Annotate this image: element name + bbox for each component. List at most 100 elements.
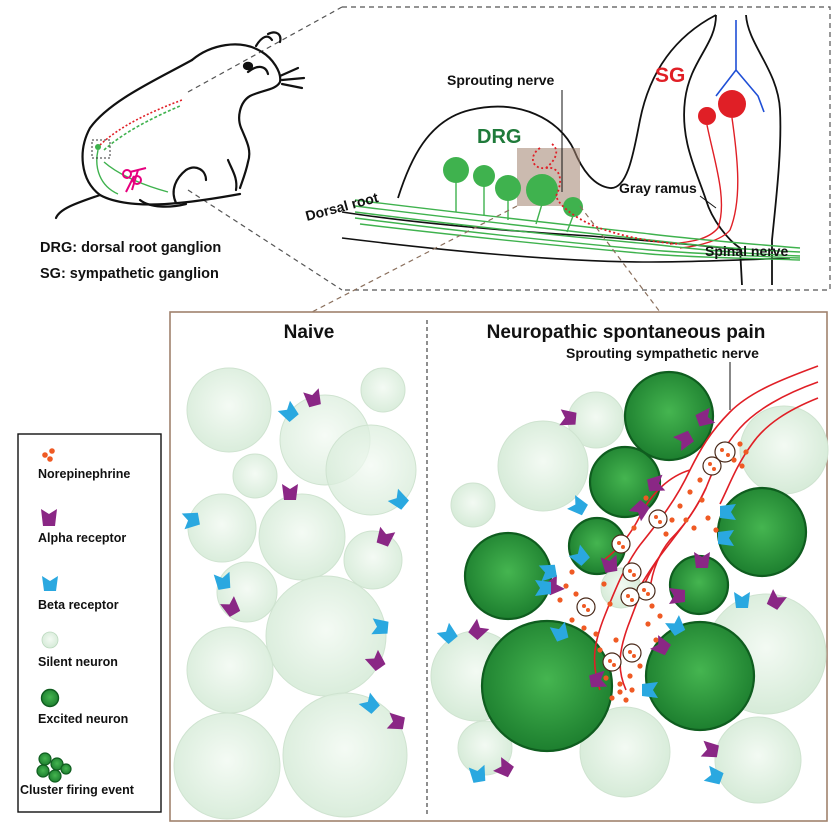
beta-receptor — [549, 621, 569, 642]
panel-title-pain: Neuropathic spontaneous pain — [487, 322, 766, 343]
alpha-receptor — [386, 712, 405, 730]
silent-neuron — [450, 482, 496, 528]
beta-receptors — [436, 495, 750, 785]
excited-neuron-icon — [40, 688, 60, 708]
beta-receptor — [703, 765, 724, 785]
sg-neuron-small — [698, 107, 716, 125]
alpha-receptor — [669, 588, 685, 604]
label-drg: DRG — [477, 126, 521, 148]
beta-receptor — [718, 530, 734, 546]
sg-neuron-large — [718, 90, 746, 118]
beta-receptor — [642, 682, 658, 698]
zoom-line-lower — [187, 189, 343, 291]
alpha-receptor — [694, 552, 710, 568]
spinal-cord-outline — [683, 14, 743, 286]
silent-neuron — [232, 453, 278, 499]
excited-neuron — [588, 445, 662, 519]
alpha-receptor — [647, 474, 666, 492]
silent-neuron — [714, 716, 802, 804]
varicosity — [714, 441, 736, 463]
varicosity — [702, 456, 722, 476]
definition-sg: SG: sympathetic ganglion — [40, 266, 219, 282]
label-sprouting-sympathetic-nerve: Sprouting sympathetic nerve — [566, 345, 759, 361]
pain-panel: Sprouting sympathetic nerve — [430, 345, 829, 804]
naive-panel — [173, 367, 417, 820]
beta-receptor — [468, 764, 486, 783]
beta-receptor — [213, 571, 231, 590]
varicosity — [622, 562, 642, 582]
drg-neuron — [563, 197, 583, 217]
legend-label: Norepinephrine — [38, 467, 130, 481]
rat-drg-dot — [95, 144, 101, 150]
spinal-cord-outline-right — [745, 14, 782, 285]
beta-receptor — [181, 512, 200, 530]
beta-receptor — [665, 615, 686, 636]
silent-neurons — [173, 367, 417, 820]
varicosity — [636, 581, 656, 601]
silent-neuron — [187, 493, 257, 563]
legend-label: Silent neuron — [38, 655, 118, 669]
legend: Norepinephrine Alpha receptor Beta recep… — [17, 433, 162, 813]
alpha-receptor — [700, 740, 719, 758]
drg-neuron — [473, 165, 495, 187]
sg-red-fibers — [669, 117, 739, 249]
silent-neuron — [579, 706, 671, 798]
silent-neuron — [343, 530, 403, 590]
top-section: DRG: dorsal root ganglion SG: sympatheti… — [40, 6, 831, 313]
beta-receptor — [734, 592, 750, 608]
rat-dashed-box — [91, 139, 111, 159]
alpha-receptor-icon — [41, 509, 57, 526]
rat-illustration — [54, 31, 306, 220]
zoom-frame — [342, 6, 831, 291]
drg-neuron — [526, 174, 558, 206]
silent-neuron — [265, 575, 387, 697]
beta-receptor — [436, 622, 458, 644]
varicosity — [602, 652, 622, 672]
alpha-receptor — [600, 554, 618, 573]
varicosity — [648, 509, 668, 529]
drg-neuron — [443, 157, 469, 183]
alpha-receptor — [766, 589, 787, 610]
beta-receptor — [720, 504, 736, 520]
alpha-receptor — [468, 618, 490, 640]
silent-neuron — [739, 405, 829, 495]
zoom-line-upper — [187, 6, 343, 93]
varicosities — [576, 441, 736, 672]
beta-receptor — [535, 580, 551, 596]
zoom-line-to-panel-left — [311, 205, 518, 313]
label-sg: SG — [655, 64, 685, 87]
silent-neuron — [325, 424, 417, 516]
label-sprouting-nerve: Sprouting nerve — [447, 72, 555, 88]
beta-receptor — [358, 692, 380, 714]
silent-neuron — [258, 493, 346, 581]
norepinephrine-icon — [42, 448, 55, 462]
legend-label: Cluster firing event — [20, 783, 135, 797]
label-gray-ramus: Gray ramus — [619, 180, 697, 196]
legend-label: Excited neuron — [38, 712, 128, 726]
rat-spine — [103, 105, 181, 151]
beta-receptor — [387, 488, 409, 510]
alpha-receptor — [364, 649, 386, 671]
silent-neuron — [216, 561, 278, 623]
alpha-receptor — [493, 757, 514, 778]
beta-receptor — [277, 400, 299, 422]
beta-receptors — [181, 400, 409, 714]
gray-ramus-pointer — [699, 195, 717, 209]
alpha-receptor — [673, 430, 694, 451]
alpha-receptor — [220, 596, 241, 617]
zoom-line-to-panel-right — [579, 205, 661, 313]
cluster-firing-icon — [36, 752, 72, 783]
excited-neuron — [480, 619, 614, 753]
varicosity — [576, 597, 596, 617]
norepinephrine-dots — [557, 441, 749, 703]
silent-neuron — [282, 692, 408, 818]
rat-spine-dots — [99, 99, 183, 146]
silent-neurons — [430, 391, 829, 804]
varicosity — [611, 534, 631, 554]
drg-neuron — [495, 175, 521, 201]
excited-neuron — [463, 531, 553, 621]
alpha-receptor — [559, 409, 577, 426]
label-spinal-nerve: Spinal nerve — [705, 243, 788, 259]
beta-receptor — [371, 618, 389, 635]
drg-axons — [354, 182, 801, 261]
